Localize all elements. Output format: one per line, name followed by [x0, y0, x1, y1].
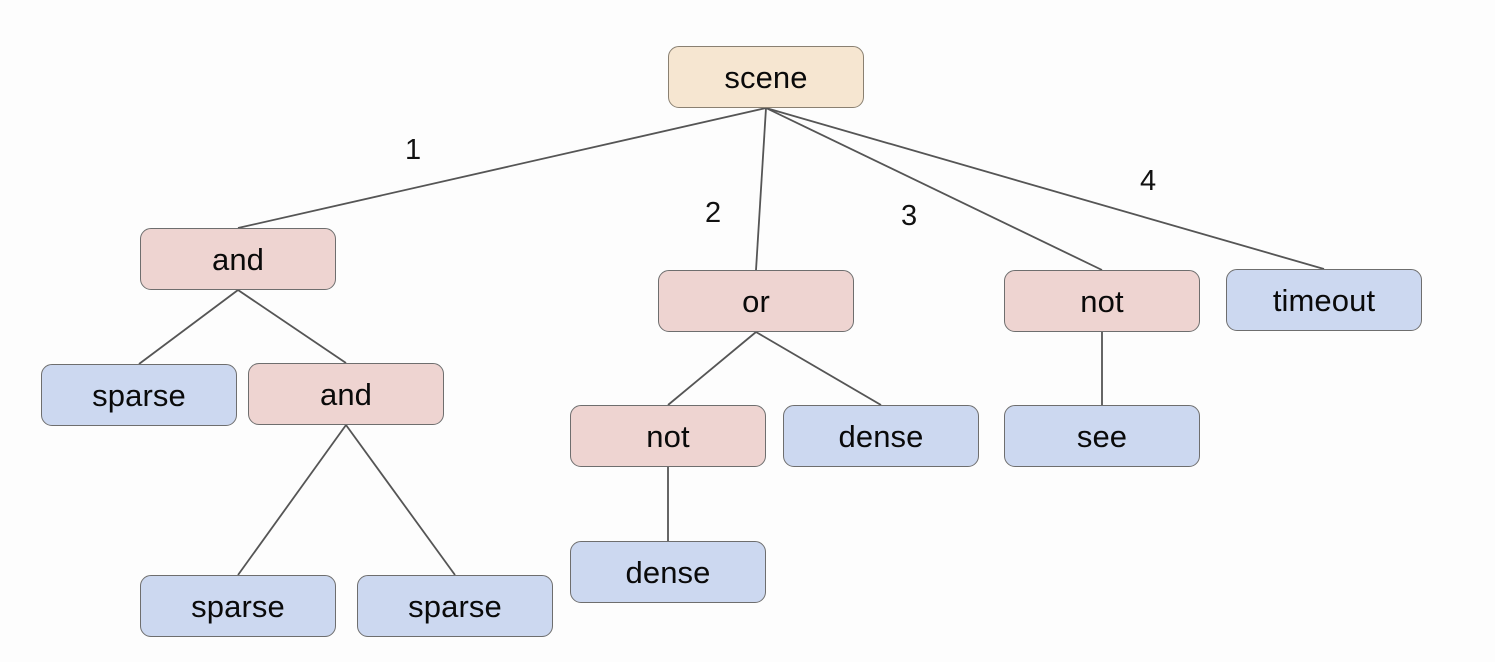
tree-node-see1[interactable]: see	[1004, 405, 1200, 467]
tree-node-not2[interactable]: not	[1004, 270, 1200, 332]
tree-node-not1[interactable]: not	[570, 405, 766, 467]
tree-node-and1[interactable]: and	[140, 228, 336, 290]
tree-node-and2[interactable]: and	[248, 363, 444, 425]
edge-label-4: 4	[1140, 165, 1157, 197]
tree-edge-and1-to-and2	[237, 289, 347, 364]
edge-label-2: 2	[705, 197, 722, 229]
tree-edge-scene-to-and1	[237, 107, 767, 229]
tree-edge-and1-to-sparse1	[138, 289, 239, 365]
tree-node-sparse3[interactable]: sparse	[357, 575, 553, 637]
tree-edge-and2-to-sparse2	[237, 424, 347, 576]
tree-edge-scene-to-timeout1	[765, 107, 1325, 270]
tree-node-timeout1[interactable]: timeout	[1226, 269, 1422, 331]
tree-edge-and2-to-sparse3	[345, 424, 456, 576]
tree-edge-or1-to-not1	[667, 331, 757, 406]
tree-node-scene[interactable]: scene	[668, 46, 864, 108]
edge-label-1: 1	[405, 134, 422, 166]
tree-node-sparse1[interactable]: sparse	[41, 364, 237, 426]
tree-node-dense2[interactable]: dense	[783, 405, 979, 467]
tree-node-or1[interactable]: or	[658, 270, 854, 332]
tree-edge-or1-to-dense2	[755, 331, 882, 406]
tree-edge-scene-to-not2	[765, 107, 1103, 271]
tree-node-dense1[interactable]: dense	[570, 541, 766, 603]
tree-node-sparse2[interactable]: sparse	[140, 575, 336, 637]
tree-edge-scene-to-or1	[755, 107, 767, 271]
edge-label-3: 3	[901, 200, 918, 232]
